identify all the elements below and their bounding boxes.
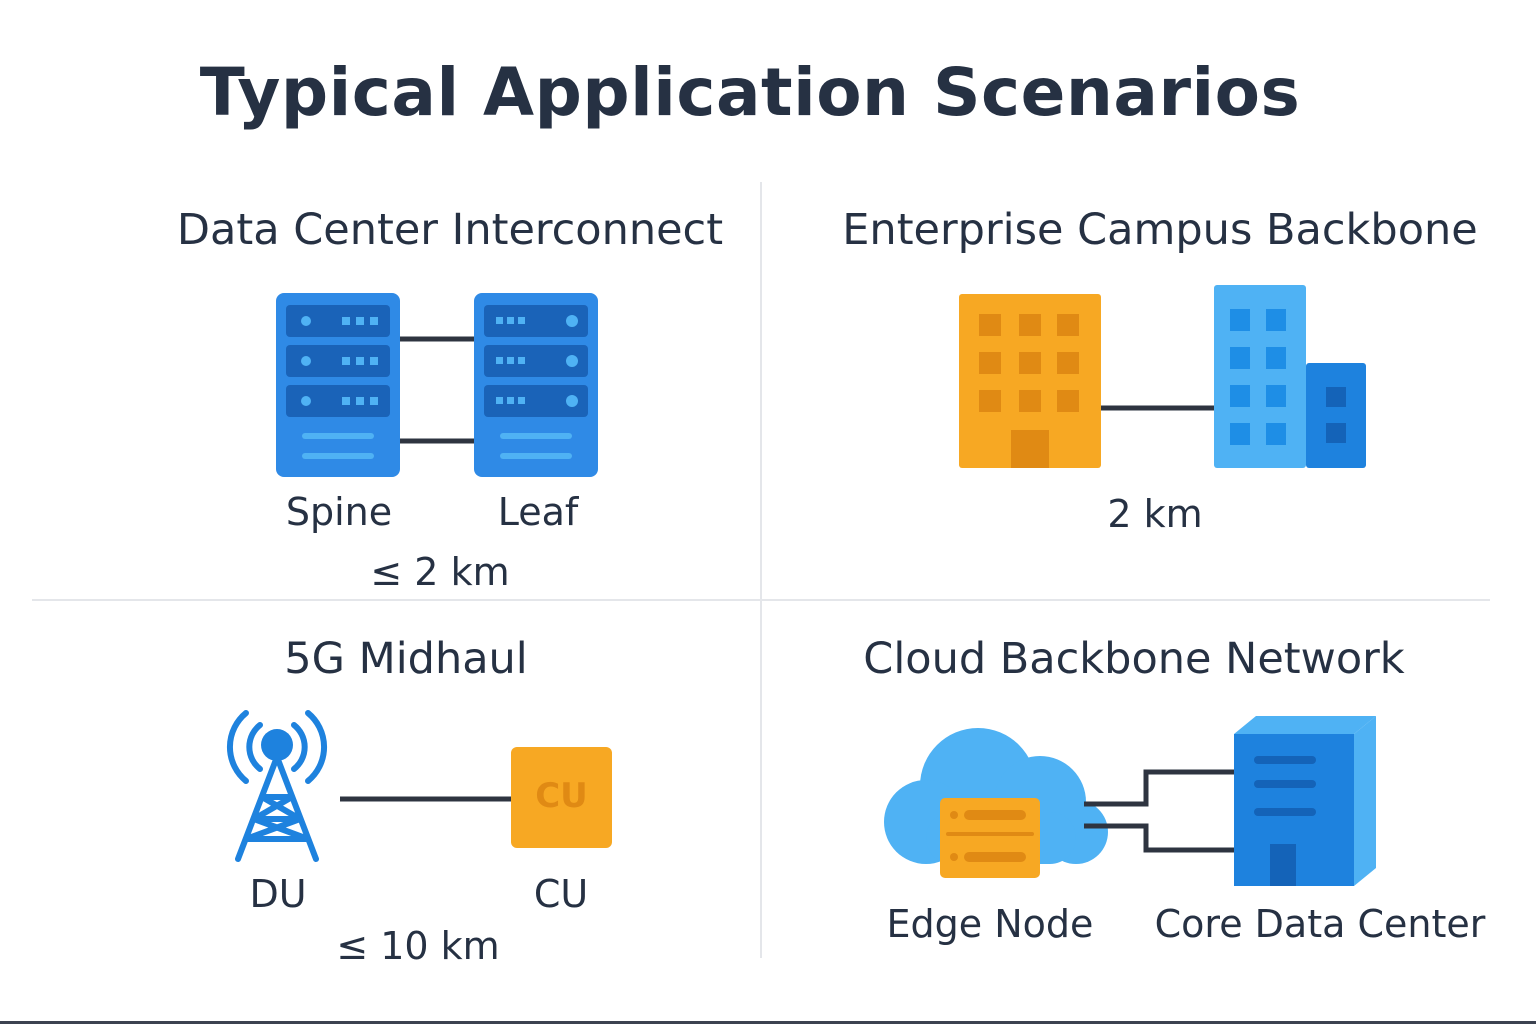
orange-building-icon: [959, 294, 1101, 468]
campus-title: Enterprise Campus Backbone: [842, 205, 1478, 255]
campus-diagram: [959, 285, 1366, 468]
cu-box-text: CU: [535, 776, 588, 816]
spine-server-icon: [276, 293, 400, 477]
bottom-rule: [0, 1021, 1536, 1024]
vertical-divider: [760, 182, 762, 958]
cell-tower-icon: [227, 710, 327, 862]
dci-distance: ≤ 2 km: [370, 550, 510, 594]
spine-leaf-diagram: [276, 293, 598, 477]
core-data-center-icon: [1234, 716, 1376, 886]
page-title: Typical Application Scenarios: [199, 54, 1301, 131]
cloud-backbone-diagram: [884, 716, 1376, 886]
cloud-title: Cloud Backbone Network: [863, 634, 1405, 684]
cu-box-icon: [511, 747, 612, 848]
core-data-center-label: Core Data Center: [1154, 902, 1486, 946]
edge-node-icon: [940, 798, 1040, 878]
horizontal-divider: [32, 599, 1490, 601]
midhaul-title: 5G Midhaul: [284, 634, 528, 684]
blue-building-icon: [1214, 285, 1366, 468]
edge-node-label: Edge Node: [886, 902, 1094, 946]
du-label: DU: [249, 872, 307, 916]
leaf-server-icon: [474, 293, 598, 477]
backbone-link-lines: [1084, 769, 1234, 853]
cu-label: CU: [533, 872, 589, 916]
midhaul-diagram: [227, 710, 612, 862]
leaf-label: Leaf: [497, 490, 579, 534]
dci-title: Data Center Interconnect: [176, 205, 724, 255]
tower-antenna-dot: [261, 729, 293, 761]
campus-distance: 2 km: [1107, 492, 1203, 536]
spine-label: Spine: [285, 490, 393, 534]
midhaul-distance: ≤ 10 km: [336, 924, 500, 968]
